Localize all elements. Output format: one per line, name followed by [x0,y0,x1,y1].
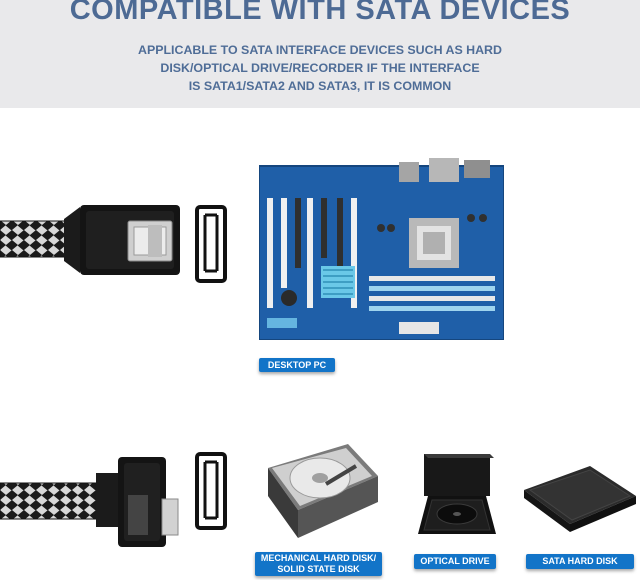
subtitle-line-1: APPLICABLE TO SATA INTERFACE DEVICES SUC… [138,43,502,57]
subtitle-line-2: DISK/OPTICAL DRIVE/RECORDER IF THE INTER… [160,61,480,75]
page-title: COMPATIBLE WITH SATA DEVICES [69,0,571,26]
sata-hard-disk-label: SATA HARD DISK [542,556,618,566]
motherboard-image [259,158,504,340]
page-subtitle: APPLICABLE TO SATA INTERFACE DEVICES SUC… [100,41,540,95]
sata-port-icon-bottom [195,452,227,530]
header-banner: COMPATIBLE WITH SATA DEVICES APPLICABLE … [0,0,640,108]
optical-drive-image [418,454,496,534]
desktop-pc-label: DESKTOP PC [267,359,327,370]
optical-drive-badge: OPTICAL DRIVE [414,554,496,569]
sata-hard-disk-image [524,466,636,532]
subtitle-line-3: IS SATA1/SATA2 AND SATA3, IT IS COMMON [188,79,452,93]
right-angle-sata-cable-image [0,457,179,547]
hard-disk-badge: MECHANICAL HARD DISK/ SOLID STATE DISK [255,552,382,576]
optical-drive-label: OPTICAL DRIVE [420,556,490,566]
desktop-pc-badge: DESKTOP PC [259,358,335,372]
hard-disk-image [268,444,378,538]
straight-sata-cable-image [0,205,180,275]
hard-disk-label-line-2: SOLID STATE DISK [277,564,360,574]
sata-hard-disk-badge: SATA HARD DISK [526,554,634,569]
sata-port-icon-top [195,205,227,283]
hard-disk-label-line-1: MECHANICAL HARD DISK/ [260,553,377,563]
